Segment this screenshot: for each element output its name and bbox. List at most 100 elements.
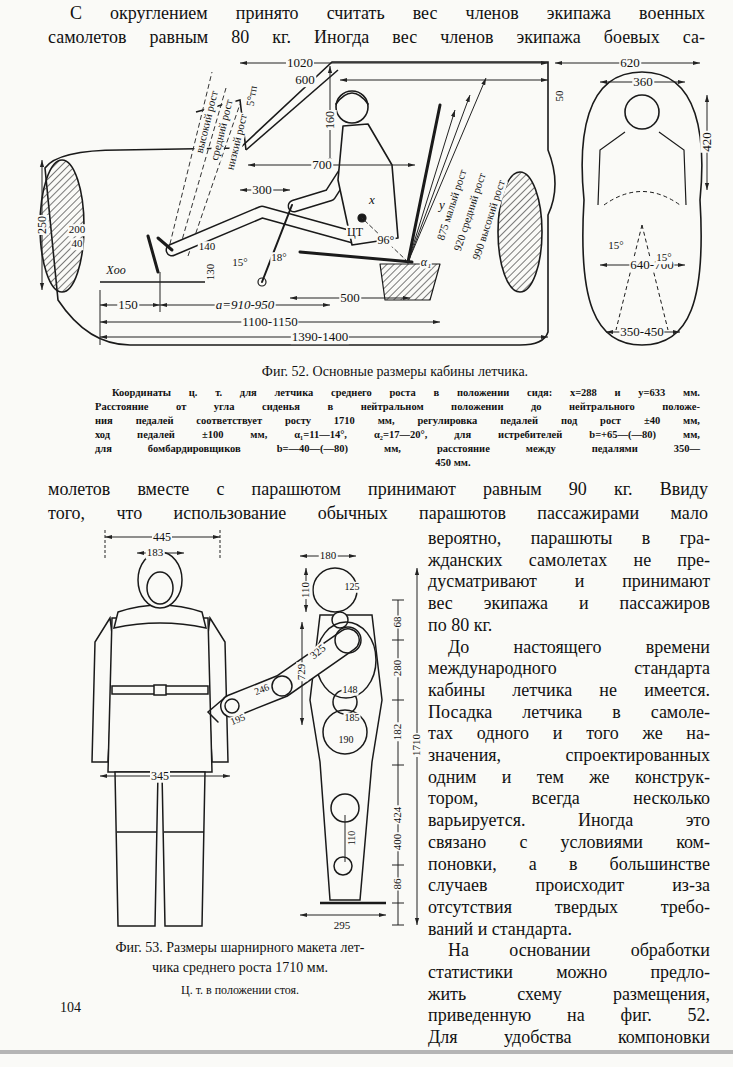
dimension-label: 1020 [286,56,314,70]
note-line: 450 мм. [435,457,470,470]
cockpit-outline [40,62,555,345]
mannequin-arm [208,700,222,722]
mannequin-side [323,710,367,754]
dimension-label: 360 [632,75,654,89]
dimension-label: 190 [338,735,355,746]
body-text-line: тах одного и того же на- [428,723,710,745]
dimension-label: 445 [152,531,172,544]
pilot-figure [258,278,266,286]
dimension-label: 1710 [411,733,423,757]
body-text-line: До настоящего времени [448,637,710,659]
dimension-label: 729 [296,663,308,682]
body-text-line: статистики можно предло- [428,962,710,984]
dimension-label: 500 [339,291,361,305]
dimension-label: 180 [319,550,338,562]
dimension-label: 150 [117,298,139,312]
dimension-label: 15° [655,252,672,264]
mannequin-side-dimensions [300,915,386,916]
body-text-line: На основании обработки [448,940,710,962]
body-text-line: ваний и стандарта. [428,919,710,941]
pilot-figure [338,124,398,245]
dimension-label: 420 [700,131,714,153]
dimension-label: a=910-950 [215,298,276,312]
note-line: Расстояние от угла сиденья в нейтральном… [95,401,700,414]
pilot-figure [262,205,292,282]
pilot-figure [362,218,408,262]
body-text-line: вес экипажа и пассажиров [428,593,710,615]
dimension-label: 68 [392,616,404,629]
mannequin-front [138,552,182,608]
cockpit-outline [100,281,205,283]
dimension-label: 246 [252,682,272,698]
figure-caption: Фиг. 52. Основные размеры кабины летчика… [262,364,528,381]
body-text-line: связано с условиями ком- [428,832,710,854]
dimension-lines [408,110,455,262]
mannequin-front [92,552,228,926]
mannequin-front [162,772,205,926]
dimension-label: 40 [71,238,84,250]
dimension-label: 325 [307,642,329,663]
dimension-lines [340,80,548,81]
dimension-lines [160,272,161,312]
dimension-label: 200 [68,224,87,236]
pilot-figure [336,93,368,104]
body-text-line: отсутствия твердых требо- [428,897,710,919]
dimension-label: 96° [377,234,396,247]
mannequin-front-dimensions [100,530,230,776]
body-text-line: тором, всегда несколько [428,788,710,810]
dimension-label: 350-450 [619,325,664,339]
mannequin-front [115,772,158,926]
mannequin-side-dimensions [398,600,399,925]
dimension-label: 280 [392,659,404,678]
mannequin-front [117,831,204,833]
dimension-label: 125 [344,582,361,593]
dimension-label: α₁ [420,256,432,269]
mannequin-side [310,568,386,903]
dimension-label: 1100-1150 [241,315,298,329]
dimension-label: Xоо [105,264,126,277]
note-line: ния педалей соответствует росту 1710 мм,… [95,415,700,428]
front-view [598,132,686,205]
pilot-figure [172,145,362,250]
dimension-label: 250 [36,215,49,235]
front-view [604,192,680,206]
body-text-line: самолетов равным 80 кг. Иногда вес члено… [48,27,705,49]
body-text-line: молетов вместе с парашютом принимают рав… [48,479,708,501]
dimension-label: 700 [311,158,333,172]
body-text-line: значения, спроектированных [428,745,710,767]
body-text-line: С округлением принято считать вес членов… [70,3,705,25]
body-text-line: случаев происходит из-за [428,875,710,897]
mannequin-arm [225,699,239,713]
front-view [582,72,702,345]
dimension-label: 300 [251,183,273,197]
mannequin-arm [232,640,348,706]
dimension-label: 86 [392,878,404,891]
dimension-label: 295 [333,920,352,932]
note-line: Координаты ц. т. для летчика среднего ро… [112,387,700,400]
note-line: для бомбардировщиков b=—40—(—80) мм, рас… [95,443,700,456]
body-text-line: международного стандарта [428,658,710,680]
dimension-label: 400 [392,833,404,852]
figure-caption: чика среднего роста 1710 мм. [152,960,328,977]
cockpit-outline [246,70,338,150]
dimension-label: 5°тп [244,84,259,108]
figure-caption: Фиг. 53. Размеры шарнирного макета лет- [115,940,364,957]
body-text-line: того, что использование обычных парашюто… [48,503,708,525]
mannequin-front [147,572,173,604]
body-text-line: жданских самолетах не пре- [428,550,710,572]
body-text-line: жить схему размещения, [428,984,710,1006]
mannequin-side-dimensions [300,556,417,925]
pilot-figure [172,145,362,250]
page-number: 104 [60,1000,120,1017]
dimension-lines [408,78,486,262]
dimension-label: 148 [342,685,359,696]
dimension-label: 195 [228,712,248,728]
mannequin-side [334,857,352,875]
mannequin-side [320,902,386,905]
dimension-label: 15° [231,257,248,269]
dimension-label: 185 [344,713,361,724]
dimension-label: 620 [619,56,641,70]
dimension-label: 140 [198,241,217,253]
front-view [625,95,659,129]
